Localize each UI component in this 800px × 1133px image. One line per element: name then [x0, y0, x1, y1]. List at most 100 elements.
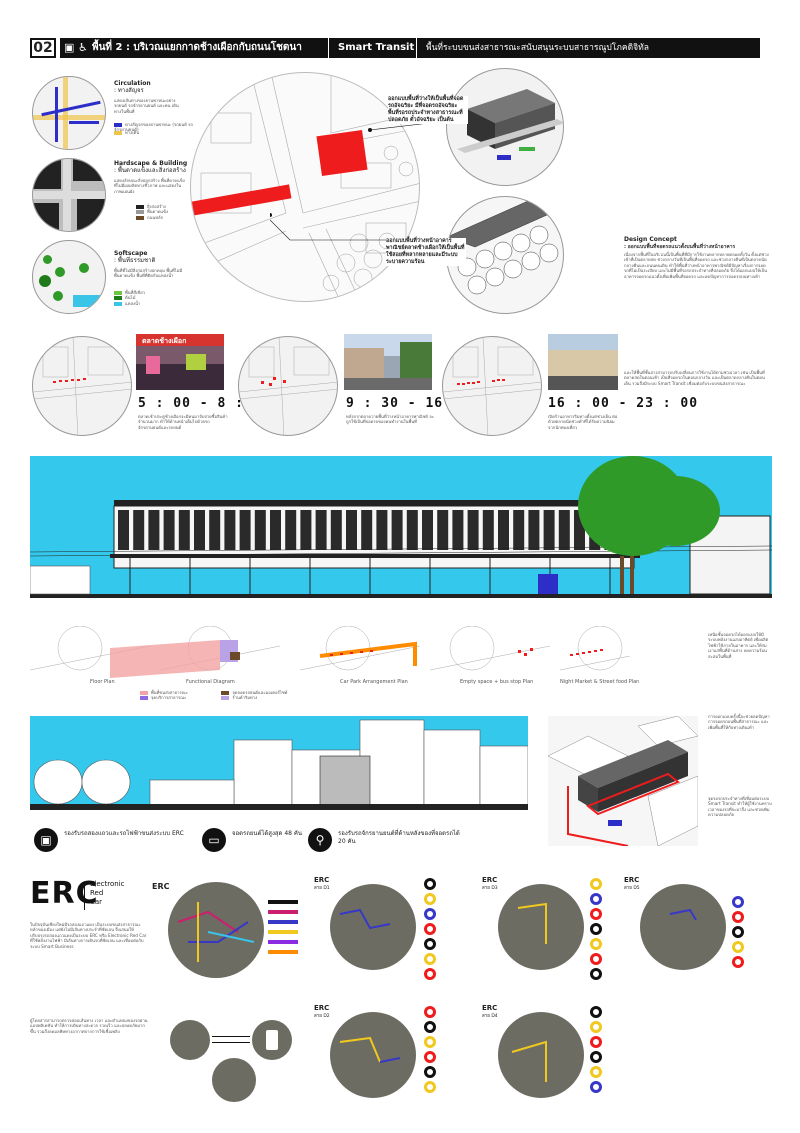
route-swatch: [268, 950, 298, 954]
building-block: [77, 199, 105, 231]
station-ring: [590, 938, 602, 950]
legend-label: ต้นไม้: [125, 295, 136, 301]
solar-panel: [361, 510, 373, 550]
timeline-map-lines: [443, 337, 541, 435]
station-ring: [732, 956, 744, 968]
solar-panel: [133, 510, 145, 550]
vehicle-route: [41, 100, 101, 117]
solar-panel: [148, 510, 160, 550]
legend-swatch: [221, 691, 230, 695]
solar-panel: [467, 510, 479, 550]
solar-panel: [498, 510, 509, 550]
legend-swatch: [114, 131, 122, 135]
erc-logo: ERC: [30, 876, 99, 911]
erc-main-routes: [177, 902, 255, 962]
solar-panel: [452, 510, 464, 550]
legend-item: พื้นดาดแข็ง: [136, 209, 196, 215]
solar-panel: [482, 510, 494, 550]
arrow-line: [212, 1042, 250, 1043]
route-swatch: [268, 910, 298, 914]
circulation-subtitle: : ทางสัญจร: [114, 87, 144, 94]
axon-parking-circle: [446, 68, 564, 186]
solar-panel: [513, 510, 525, 550]
legend-item: ร้านค้าริมทาง: [221, 695, 301, 701]
walkway-line: [63, 77, 68, 149]
station-ring: [732, 941, 744, 953]
building-block: [33, 203, 59, 231]
timeline-desc: ตลาดเช้าประตูช้างเผือกจะมีคนมาจับจ่ายซื้…: [138, 414, 228, 430]
plan-legend: พื้นที่ขนส่งสาธารณะ จุดจอดรถยนต์และมอเตอ…: [140, 690, 310, 701]
solar-panel: [270, 510, 281, 550]
header-divider: [328, 38, 329, 58]
route-swatch: [268, 930, 298, 934]
station-ring: [590, 1006, 602, 1018]
right-note-2: การออกแบบครั้งนี้จะช่วยลดปัญหาการจอดรถบน…: [708, 714, 770, 730]
building-block: [33, 159, 61, 189]
callout-top: ออกแบบพื้นที่ว่างให้เป็นพื้นที่จอดรถอัจฉ…: [388, 96, 468, 124]
station-ring: [732, 896, 744, 908]
station-ring: [590, 1036, 602, 1048]
station-ring: [424, 968, 436, 980]
solar-panel: [528, 510, 540, 550]
legend-item: พื้นที่ขนส่งสาธารณะ: [140, 690, 220, 695]
car-icon: ▭: [202, 828, 226, 852]
legend-swatch: [114, 123, 122, 127]
station-ring: [424, 1006, 436, 1018]
header-section: Smart Transit: [338, 42, 415, 53]
legend-label: ทางสัญจรของยานพาหนะ (รถยนต์ รถจักรยานยนต…: [114, 122, 193, 133]
tree-dot: [79, 263, 89, 273]
tree-canopy: [630, 476, 720, 546]
header-subtitle: พื้นที่ระบบขนส่งสาธารณะสนับสนุนระบบสาธาร…: [426, 43, 649, 53]
erc-intro-1: ในปัจจุบันเชียงใหม่มีรถสองแถวแดง เป็นระบ…: [30, 922, 147, 949]
station-ring: [424, 1051, 436, 1063]
station-ring: [424, 1021, 436, 1033]
erc-route-map-d5: [640, 884, 726, 970]
legend-item: จุดจอดรถยนต์และมอเตอร์ไซค์: [221, 690, 301, 695]
hardscape-legend: สิ่งก่อสร้าง พื้นดาดแข็ง ถนนหลัก: [136, 204, 196, 220]
street-elevation: [30, 456, 772, 614]
legend-label: ร้านค้าริมทาง: [232, 695, 258, 701]
route-lines: [511, 1040, 547, 1082]
route-title: ERC: [314, 876, 330, 884]
station-ring: [590, 1051, 602, 1063]
solar-panel: [543, 510, 555, 550]
solar-panel: [163, 510, 175, 550]
station-ring: [424, 953, 436, 965]
softscape-body: พื้นที่ที่ไม่มีสิ่งก่อสร้างปกคลุม พื้นที…: [114, 268, 183, 279]
legend-label: แหล่งน้ำ: [125, 300, 141, 306]
station-ring: [424, 1066, 436, 1078]
hardscape-subtitle: : พื้นดาดแข็งและสิ่งก่อสร้าง: [114, 167, 186, 174]
legend-item: สิ่งก่อสร้าง: [136, 204, 196, 209]
legend-label: จุดจอดรถยนต์และมอเตอร์ไซค์: [232, 690, 288, 695]
legend-item: ถนนหลัก: [136, 215, 196, 220]
route-subtitle: สาย D2: [314, 1014, 330, 1019]
route-swatch: [268, 920, 298, 924]
building-block: [73, 159, 105, 181]
design-concept-subtitle: : ออกแบบพื้นที่จอดรถแนวตั้งบนพื้นที่ว่าง…: [624, 244, 736, 250]
station-ring: [590, 1081, 602, 1093]
route-subtitle: สาย D4: [482, 1014, 498, 1019]
legend-swatch: [114, 291, 122, 295]
station-ring: [424, 893, 436, 905]
route-swatch: [268, 900, 298, 904]
erc-app-map-3: [212, 1058, 256, 1102]
solar-panel: [574, 510, 585, 550]
tree-dot: [43, 255, 52, 264]
photo-stall: [146, 356, 160, 374]
leader-lines: [270, 119, 456, 241]
route-title: ERC: [624, 876, 640, 884]
legend-swatch: [140, 696, 148, 701]
legend-swatch: [136, 205, 144, 209]
plan-label: Functional Diagram: [186, 679, 235, 685]
legend-swatch: [136, 215, 144, 220]
street-photo-night: [548, 334, 618, 390]
erc-map-title: ERC: [152, 882, 170, 891]
station-ring: [590, 1021, 602, 1033]
station-ring: [424, 938, 436, 950]
stat-car: จอดรถยนต์ได้สูงสุด 48 คัน: [232, 830, 303, 837]
stat-motorcycle: รองรับรถจักรยานยนต์ที่ด้านหลังของที่จอดร…: [338, 830, 460, 845]
bus-icon: ▣: [64, 41, 75, 54]
ground-strip: [30, 598, 772, 614]
erc-route-map-d4: [498, 1012, 584, 1098]
solar-panel: [254, 510, 266, 550]
